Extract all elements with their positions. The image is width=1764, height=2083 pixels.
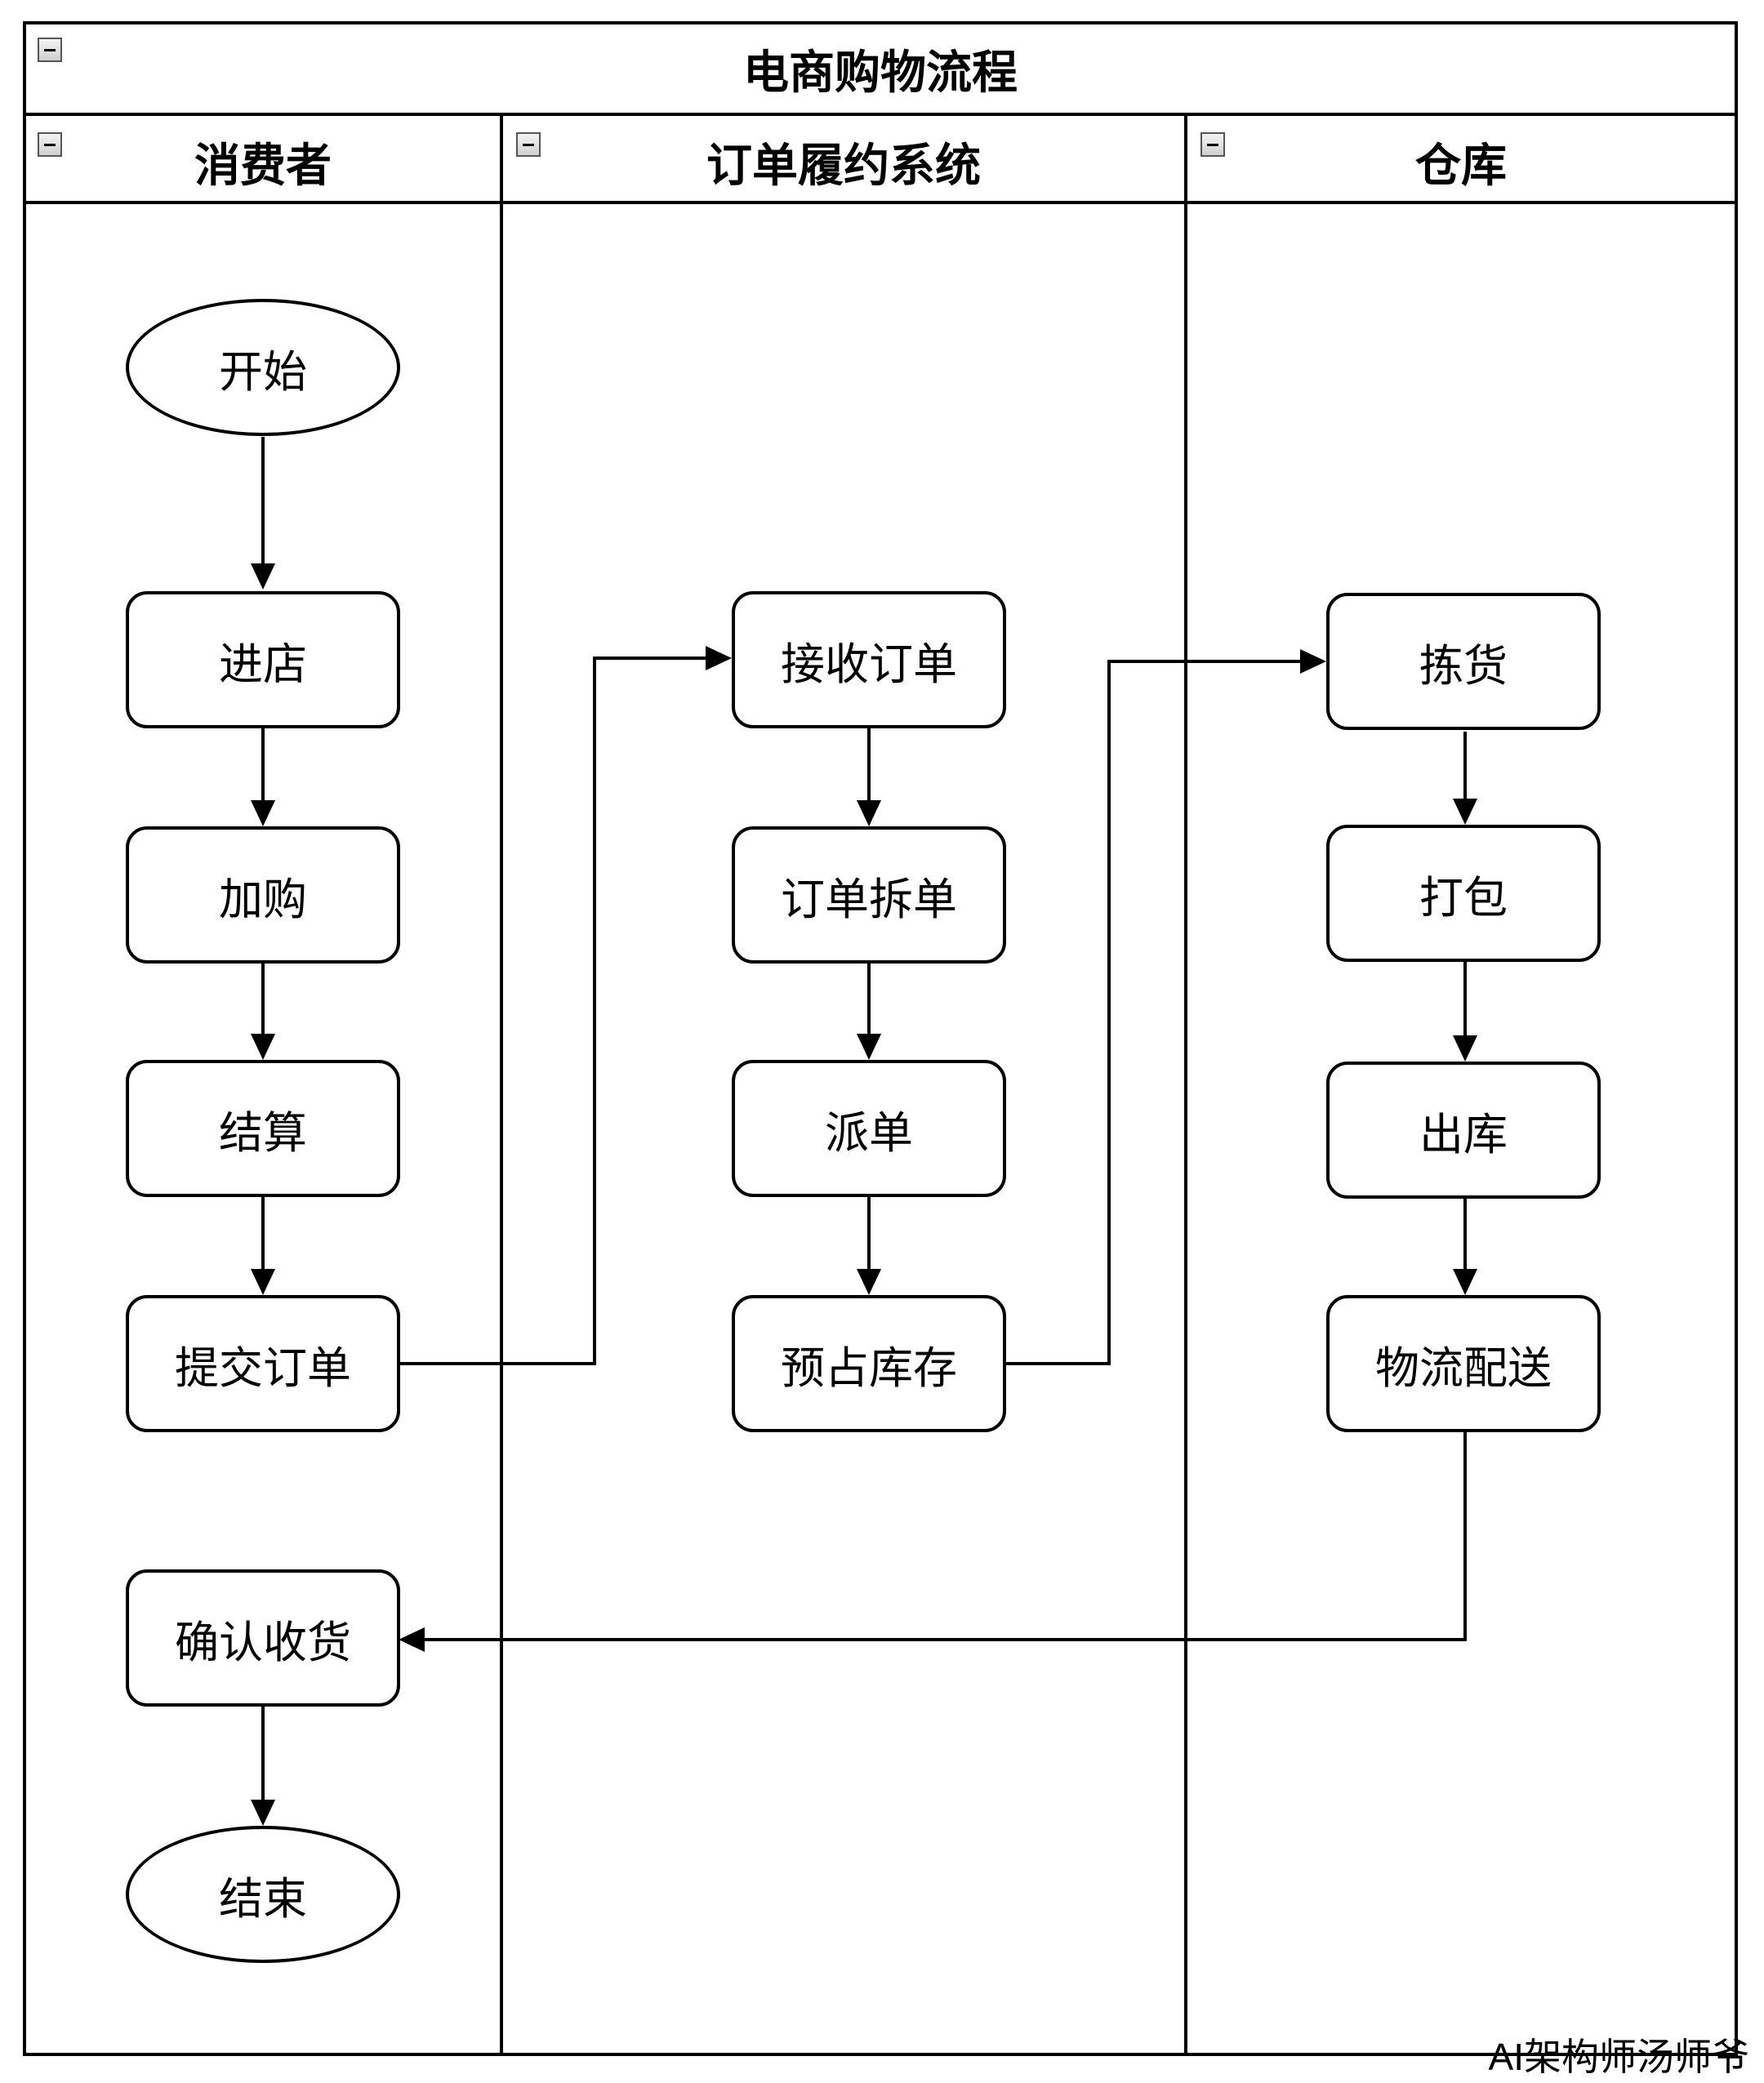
edge-reserve-to-pick	[1006, 660, 1310, 1365]
arrowhead-icon	[251, 563, 275, 590]
lane-divider	[1184, 116, 1187, 2056]
arrowhead-icon	[251, 1269, 275, 1295]
arrowhead-icon	[251, 1034, 275, 1060]
arrowhead-icon	[1300, 649, 1326, 674]
checkout-step[interactable]: 结算	[126, 1060, 400, 1197]
lane-header-rule	[23, 201, 1738, 204]
dispatch-order-step[interactable]: 派单	[732, 1060, 1006, 1197]
arrowhead-icon	[251, 800, 275, 826]
arrowhead-icon	[857, 1269, 881, 1295]
arrowhead-icon	[857, 1034, 881, 1060]
edge-submit-to-receive	[400, 657, 715, 1365]
arrowhead-icon	[1453, 1269, 1477, 1295]
arrowheads	[251, 563, 1477, 1826]
lane-divider	[500, 116, 503, 2056]
lane-header-consumer: 消费者	[194, 139, 332, 193]
start-node[interactable]: 开始	[126, 299, 400, 436]
lane-header-warehouse: 仓库	[1415, 139, 1507, 193]
lane-header-fulfillment: 订单履约系统	[706, 139, 981, 193]
reserve-stock-step[interactable]: 预占库存	[732, 1295, 1006, 1432]
pool-frame	[23, 21, 1738, 2056]
arrowhead-icon	[251, 1800, 275, 1826]
logistics-delivery-step[interactable]: 物流配送	[1326, 1295, 1601, 1432]
receive-order-step[interactable]: 接收订单	[732, 591, 1006, 728]
submit-order-step[interactable]: 提交订单	[126, 1295, 400, 1432]
watermark: AI架构师汤师爷	[1488, 2036, 1749, 2078]
confirm-receipt-step[interactable]: 确认收货	[126, 1569, 400, 1707]
edge-delivery-to-confirm	[408, 1432, 1467, 1641]
arrowhead-icon	[399, 1627, 425, 1652]
pack-step[interactable]: 打包	[1326, 825, 1601, 962]
split-order-step[interactable]: 订单拆单	[732, 826, 1006, 964]
add-to-cart-step[interactable]: 加购	[126, 826, 400, 964]
arrowhead-icon	[706, 646, 732, 670]
lane-collapse-icon[interactable]	[1200, 132, 1225, 157]
lane-collapse-icon[interactable]	[38, 132, 62, 157]
arrowhead-icon	[1453, 1035, 1477, 1062]
pool-collapse-icon[interactable]	[38, 38, 62, 62]
diagram-title: 电商购物流程	[743, 46, 1018, 100]
enter-store-step[interactable]: 进店	[126, 591, 400, 728]
outbound-step[interactable]: 出库	[1326, 1062, 1601, 1199]
end-node[interactable]: 结束	[126, 1826, 400, 1963]
lane-collapse-icon[interactable]	[516, 132, 541, 157]
pick-goods-step[interactable]: 拣货	[1326, 593, 1601, 730]
arrowhead-icon	[1453, 799, 1477, 825]
arrowhead-icon	[857, 800, 881, 826]
pool-header	[23, 21, 1738, 116]
